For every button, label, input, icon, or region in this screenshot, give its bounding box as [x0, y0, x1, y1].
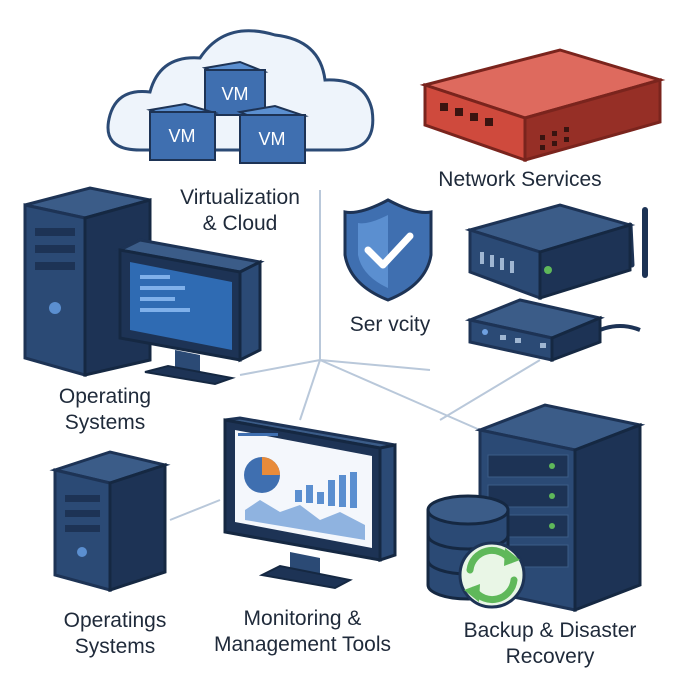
- network-appliance-icon: [419, 48, 666, 163]
- shield-icon: [343, 198, 433, 302]
- router-icon: [464, 203, 648, 301]
- label-network-services: Network Services: [438, 168, 602, 191]
- server-tower-icon: [49, 450, 171, 593]
- vm-box-right: VM: [236, 104, 309, 164]
- switch-icon: [464, 298, 641, 363]
- sync-icon: [458, 541, 526, 609]
- label-operating-systems-top: Operating Systems: [58, 385, 152, 434]
- connector-router-hub: [439, 359, 541, 421]
- label-operating-systems-bottom: Operatings Systems: [63, 609, 167, 658]
- vm-box-top: VM: [201, 60, 269, 116]
- connector-lines: [169, 190, 541, 521]
- connector-monitor-left: [169, 499, 221, 521]
- label-virtualization-cloud: Virtualization & Cloud: [180, 186, 300, 235]
- connector-hub-backup: [319, 359, 481, 431]
- desktop-monitor-icon: [115, 238, 265, 386]
- connector-hub-monitor: [299, 359, 321, 421]
- svg-text:VM: VM: [222, 84, 249, 104]
- vm-box-left: VM: [146, 102, 219, 161]
- label-security: Ser vcity: [349, 313, 431, 336]
- dashboard-monitor-icon: [223, 416, 397, 590]
- label-backup-recovery: Backup & Disaster Recovery: [463, 619, 637, 668]
- svg-text:VM: VM: [169, 126, 196, 146]
- label-monitoring-management: Monitoring & Management Tools: [213, 607, 392, 656]
- svg-text:VM: VM: [259, 129, 286, 149]
